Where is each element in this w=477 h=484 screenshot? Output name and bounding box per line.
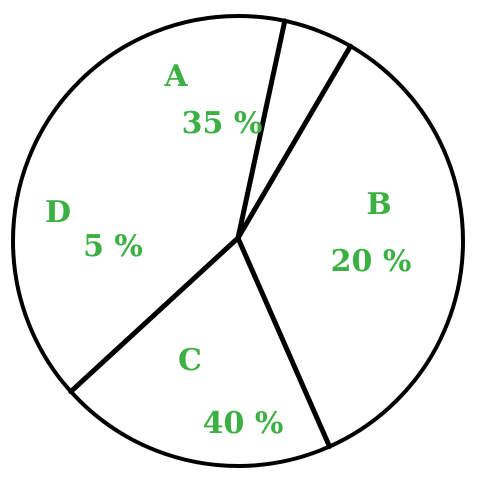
slice-labels: A 35 % B 20 % C40 % D 5 % — [45, 59, 411, 441]
slice-label-a: A — [163, 59, 188, 94]
slice-value-d: 5 % — [83, 229, 143, 264]
slice-value-c: 40 % — [203, 406, 284, 441]
divider-a-b — [235, 235, 332, 449]
divider-c-d — [235, 18, 288, 241]
slice-value-a: 35 % — [182, 106, 263, 141]
slice-dividers — [68, 18, 353, 449]
slice-label-d: D — [45, 195, 71, 230]
slice-label-c: C — [178, 343, 202, 378]
divider-b-c — [68, 235, 241, 395]
slice-value-b: 20 % — [331, 244, 412, 279]
divider-d-a — [235, 43, 353, 241]
slice-label-b: B — [366, 187, 391, 222]
